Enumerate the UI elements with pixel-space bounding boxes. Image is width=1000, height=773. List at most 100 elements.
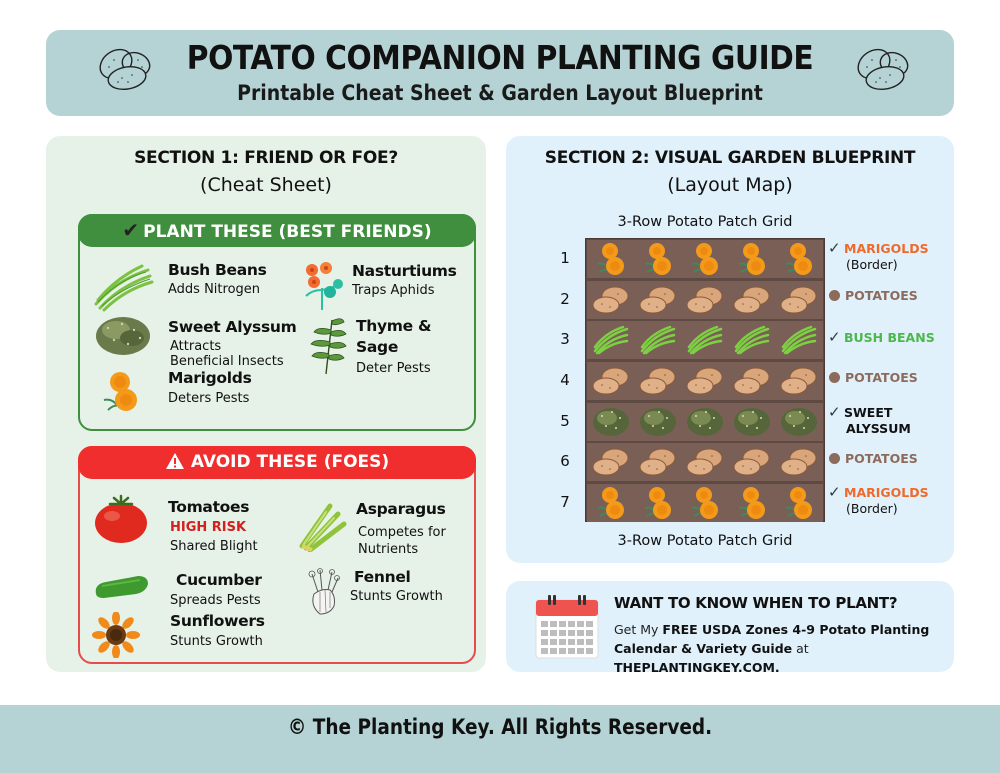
row-label: POTATOES — [828, 288, 918, 304]
marigold-icon — [784, 242, 814, 276]
garden-grid — [585, 238, 825, 522]
row-number: 6 — [560, 452, 570, 470]
plant-desc: Deters Pests — [168, 391, 250, 406]
grid-caption-top: 3-Row Potato Patch Grid — [617, 214, 793, 230]
grid-row-5 — [587, 403, 823, 441]
potato-icon — [686, 285, 724, 315]
plant-desc: Deter Pests — [356, 361, 431, 376]
potato-icon — [686, 366, 724, 396]
cta-title: WANT TO KNOW WHEN TO PLANT? — [614, 594, 898, 612]
cucumber-icon — [95, 576, 148, 598]
cta-website-link[interactable]: THEPLANTINGKEY.COM. — [614, 660, 780, 675]
row-label-text: POTATOES — [845, 451, 918, 466]
plant-desc: Stunts Growth — [170, 634, 263, 649]
plant-desc: Spreads Pests — [170, 593, 261, 608]
nasturtium-flower-icon — [305, 262, 343, 310]
dot-icon — [829, 453, 840, 464]
row-label-text: POTATOES — [845, 288, 918, 303]
plant-name: Fennel — [354, 568, 411, 586]
cta-body-mid: at — [792, 641, 809, 656]
plant-name: Thyme & — [356, 317, 432, 335]
bean-icon — [734, 325, 770, 355]
potato-icon — [780, 447, 818, 477]
marigold-icon — [596, 242, 626, 276]
footer: © The Planting Key. All Rights Reserved. — [0, 705, 1000, 773]
tomato-icon — [95, 494, 147, 543]
row-label: ✓MARIGOLDS(Border) — [828, 484, 929, 517]
row-label-text: POTATOES — [845, 370, 918, 385]
plant-name: Sweet Alyssum — [168, 318, 297, 336]
bean-icon — [781, 325, 817, 355]
grid-row-3 — [587, 321, 823, 359]
checkmark-icon: ✓ — [828, 239, 841, 257]
row-label-text: BUSH BEANS — [844, 330, 935, 345]
sunflower-icon — [92, 612, 140, 658]
section2-subtitle: (Layout Map) — [667, 174, 793, 196]
plant-desc: Nutrients — [358, 542, 419, 557]
plant-desc: Shared Blight — [170, 539, 258, 554]
plant-name: Tomatoes — [168, 498, 250, 516]
foes-header-label: AVOID THESE (FOES) — [190, 452, 390, 472]
plant-name: Cucumber — [176, 571, 262, 589]
plant-desc: Attracts — [170, 339, 222, 354]
row-label-sub: (Border) — [846, 501, 898, 516]
best-friends-header-label: PLANT THESE (BEST FRIENDS) — [143, 222, 432, 242]
section1-subtitle: (Cheat Sheet) — [200, 174, 332, 196]
plant-name: Sage — [356, 338, 399, 356]
best-friends-header: ✔PLANT THESE (BEST FRIENDS) — [78, 214, 476, 247]
potato-icon — [686, 447, 724, 477]
alyssum-icon — [686, 406, 724, 438]
checkmark-icon: ✓ — [828, 328, 841, 346]
alyssum-icon — [592, 406, 630, 438]
risk-badge: HIGH RISK — [170, 520, 247, 535]
row-label-text: ALYSSUM — [846, 421, 911, 436]
dot-icon — [829, 290, 840, 301]
alyssum-shrub-icon — [96, 317, 150, 355]
grid-row-2 — [587, 281, 823, 319]
row-label-text: SWEET — [844, 405, 893, 420]
planting-calendar-cta[interactable]: WANT TO KNOW WHEN TO PLANT? Get My FREE … — [506, 581, 954, 675]
plant-desc: Stunts Growth — [350, 589, 443, 604]
grid-row-4 — [587, 362, 823, 400]
bean-icon — [687, 325, 723, 355]
marigold-icon — [737, 242, 767, 276]
row-number: 2 — [560, 290, 570, 308]
row-number: 4 — [560, 371, 570, 389]
checkmark-icon: ✓ — [828, 483, 841, 501]
foes-header: AVOID THESE (FOES) — [78, 446, 476, 479]
potato-icon — [592, 366, 630, 396]
page-subtitle: Printable Cheat Sheet & Garden Layout Bl… — [237, 81, 763, 105]
marigold-icon — [643, 486, 673, 520]
header-banner: POTATO COMPANION PLANTING GUIDE Printabl… — [46, 30, 954, 116]
potato-icon — [780, 366, 818, 396]
alyssum-icon — [639, 406, 677, 438]
row-label: POTATOES — [828, 370, 918, 386]
alyssum-icon — [733, 406, 771, 438]
plant-desc: Traps Aphids — [352, 283, 435, 298]
row-label: POTATOES — [828, 451, 918, 467]
herb-leaf-icon — [310, 318, 347, 375]
section-friend-or-foe: SECTION 1: FRIEND OR FOE? (Cheat Sheet) … — [46, 136, 486, 672]
section-garden-blueprint: SECTION 2: VISUAL GARDEN BLUEPRINT (Layo… — [506, 136, 954, 563]
grid-row-6 — [587, 443, 823, 481]
potato-icon — [733, 447, 771, 477]
row-number: 1 — [560, 249, 570, 267]
page-title: POTATO COMPANION PLANTING GUIDE — [186, 38, 814, 77]
best-friends-box: ✔PLANT THESE (BEST FRIENDS) Bush Beans A… — [78, 214, 476, 431]
plant-desc: Competes for — [358, 525, 446, 540]
row-label-sub: (Border) — [846, 257, 898, 272]
row-label: ✓MARIGOLDS(Border) — [828, 240, 929, 273]
bean-icon — [640, 325, 676, 355]
bean-icon — [593, 325, 629, 355]
marigold-icon — [690, 242, 720, 276]
foes-box: AVOID THESE (FOES) Tomatoes HIGH RISK Sh… — [78, 446, 476, 664]
dot-icon — [829, 372, 840, 383]
potato-icon — [592, 447, 630, 477]
marigold-icon — [690, 486, 720, 520]
fennel-icon — [308, 568, 340, 615]
grid-row-7 — [587, 484, 823, 522]
marigold-flower-icon — [103, 372, 137, 411]
checkmark-icon: ✓ — [828, 403, 841, 421]
marigold-icon — [643, 242, 673, 276]
